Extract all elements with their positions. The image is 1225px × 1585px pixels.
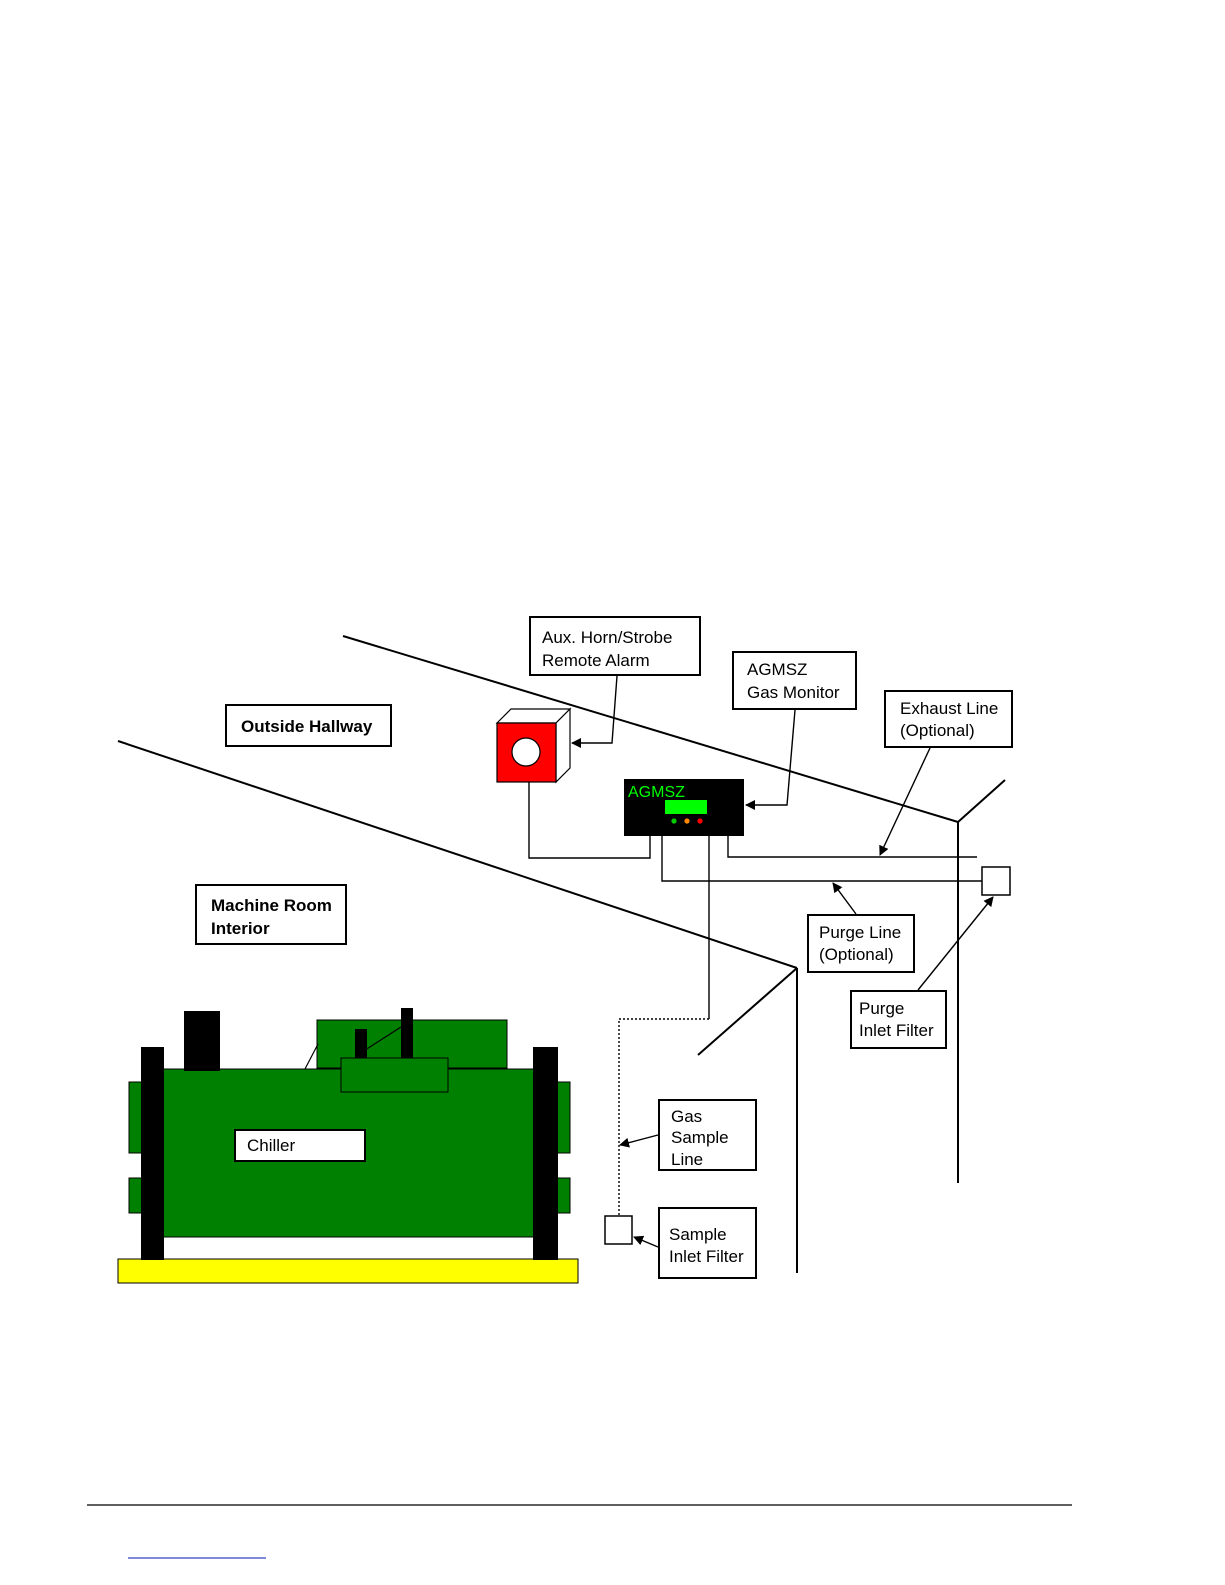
purge-line-line-1: Purge Line: [819, 923, 901, 942]
gas-monitor-unit: AGMSZ: [624, 779, 744, 836]
label-chiller: Chiller: [235, 1130, 365, 1161]
label-gas-monitor: AGMSZ Gas Monitor: [733, 652, 856, 709]
exhaust-line-line-1: Exhaust Line: [900, 699, 998, 718]
purge-line: [662, 836, 982, 881]
monitor-display-text: AGMSZ: [628, 784, 685, 801]
label-purge-line: Purge Line (Optional): [808, 915, 914, 972]
alarm-strobe-lens: [512, 738, 540, 766]
chiller-flange-right-top: [557, 1082, 570, 1153]
alarm-line-2: Remote Alarm: [542, 651, 650, 670]
chiller-pipe-left: [305, 1044, 318, 1069]
purge-inlet-filter-arrow: [918, 897, 993, 990]
chiller-base: [118, 1259, 578, 1283]
leader-arrows: [572, 676, 993, 1247]
chiller-text: Chiller: [247, 1136, 296, 1155]
purge-line-line-2: (Optional): [819, 945, 894, 964]
label-alarm: Aux. Horn/Strobe Remote Alarm: [530, 617, 700, 675]
label-machine-room: Machine Room Interior: [196, 885, 346, 944]
chiller-stack: [184, 1011, 220, 1071]
outside-hallway-text: Outside Hallway: [241, 717, 373, 736]
sample-inlet-filter-arrow: [634, 1237, 658, 1247]
purge-inlet-filter-line-1: Purge: [859, 999, 904, 1018]
monitor-screen: [665, 800, 707, 814]
outer-wall-corner: [958, 780, 1005, 822]
alarm-arrow: [572, 676, 617, 743]
gas-sample-line-arrow: [620, 1135, 658, 1145]
gas-monitor-arrow: [746, 710, 795, 805]
chiller-flange-left-bottom: [129, 1178, 142, 1213]
inner-wall-corner: [698, 968, 797, 1055]
monitor-led-orange: [684, 818, 689, 823]
label-exhaust-line: Exhaust Line (Optional): [885, 691, 1012, 747]
label-gas-sample-line: Gas Sample Line: [659, 1100, 756, 1170]
label-sample-inlet-filter: Sample Inlet Filter: [659, 1208, 756, 1278]
label-outside-hallway: Outside Hallway: [226, 705, 391, 746]
chiller-control-box: [341, 1058, 448, 1092]
purge-line-arrow: [833, 883, 856, 914]
purge-inlet-filter-line-2: Inlet Filter: [859, 1021, 934, 1040]
gas-sample-line-line-2: Sample: [671, 1128, 729, 1147]
chiller-flange-left-top: [129, 1082, 142, 1153]
remote-alarm: [497, 709, 570, 782]
chiller-post-right: [401, 1008, 413, 1059]
gas-sample-line-line-1: Gas: [671, 1107, 702, 1126]
monitor-led-red: [697, 818, 702, 823]
chiller-end-right: [533, 1047, 558, 1260]
purge-inlet-filter: [982, 867, 1010, 895]
sample-inlet-filter: [605, 1216, 632, 1244]
sample-inlet-filter-line-1: Sample: [669, 1225, 727, 1244]
alarm-line-1: Aux. Horn/Strobe: [542, 628, 672, 647]
machine-room-line-1: Machine Room: [211, 896, 332, 915]
machine-room-line-2: Interior: [211, 919, 270, 938]
exhaust-line-line-2: (Optional): [900, 721, 975, 740]
chiller-post-left: [355, 1029, 367, 1059]
label-purge-inlet-filter: Purge Inlet Filter: [851, 991, 946, 1048]
gas-monitor-line-2: Gas Monitor: [747, 683, 840, 702]
gas-monitor-line-1: AGMSZ: [747, 660, 807, 679]
chiller-end-left: [141, 1047, 164, 1260]
chiller-flange-right-bottom: [557, 1178, 570, 1213]
sample-inlet-filter-line-2: Inlet Filter: [669, 1247, 744, 1266]
monitor-led-green: [671, 818, 676, 823]
exhaust-line: [728, 836, 977, 857]
gas-sample-line-line-3: Line: [671, 1150, 703, 1169]
